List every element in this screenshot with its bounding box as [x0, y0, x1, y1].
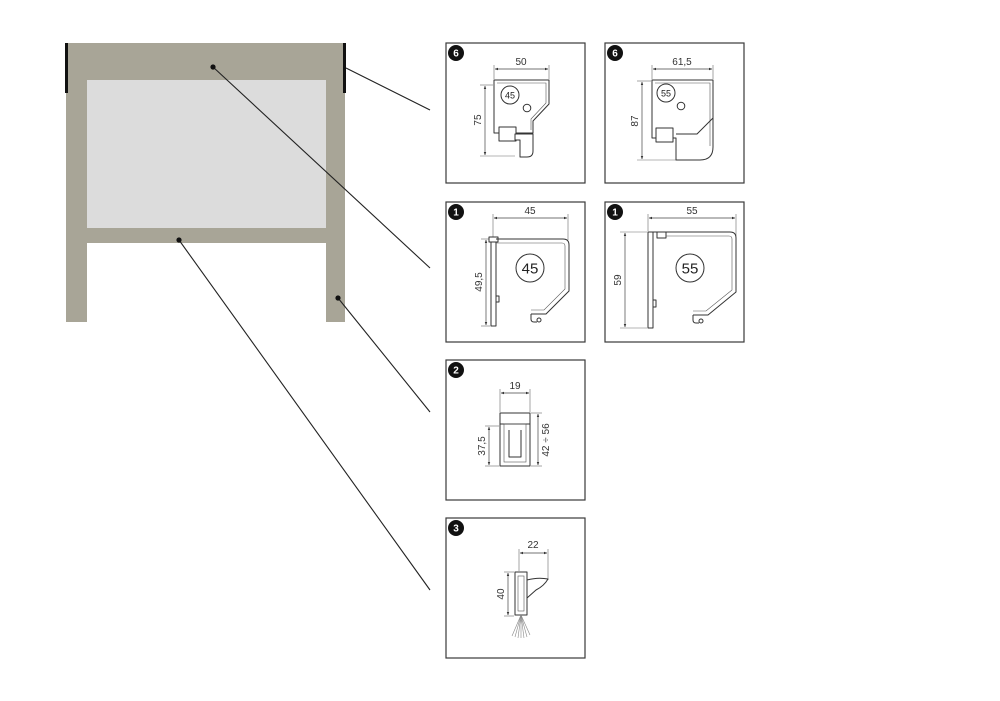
leader-line-to-detail-2	[337, 297, 431, 413]
detail-panel-1-small: 1 45 49,5 45	[445, 201, 586, 343]
bottom-hook-end	[536, 317, 542, 323]
badge-circle	[607, 204, 623, 220]
axle-circle	[522, 103, 532, 113]
tube-size: 45	[505, 91, 515, 101]
side-wall	[647, 231, 654, 329]
detail-panel-2: 2 19 37,5 42 ÷ 56	[445, 359, 586, 501]
tube-size: 55	[661, 89, 671, 99]
end-cap-block	[498, 126, 517, 142]
bottom-bar-profile	[514, 133, 534, 158]
bottom-bar-inner	[517, 575, 525, 612]
guide-rail-insert	[508, 430, 522, 458]
tube-size: 55	[682, 261, 699, 278]
leader-line-to-detail-6	[345, 67, 431, 111]
bottom-hook-end	[698, 318, 704, 324]
badge-number: 1	[612, 208, 618, 219]
depth-dimension: 37,5	[477, 436, 488, 456]
tube-size: 45	[522, 261, 539, 278]
bottom-hook	[530, 314, 537, 323]
box-inner-line	[666, 235, 733, 312]
lower-opening	[87, 243, 326, 323]
badge-circle	[448, 520, 464, 536]
height-dimension: 40	[496, 588, 507, 600]
glass-panel	[87, 80, 326, 228]
wall-notch	[495, 295, 500, 303]
badge-number: 2	[453, 366, 459, 377]
leader-dot-bottom-bar	[176, 237, 182, 243]
tube-circle	[656, 83, 676, 103]
guide-rail-channel	[503, 423, 527, 463]
detail-panel-6-small: 6 50 75 45	[445, 42, 586, 184]
width-dimension: 19	[509, 381, 521, 392]
bottom-hook	[692, 315, 699, 324]
badge-circle	[448, 204, 464, 220]
leader-dot-side-rail	[335, 295, 341, 301]
leader-lines	[176, 64, 431, 591]
height-dimension: 59	[613, 274, 624, 286]
left-edge-mark	[65, 43, 68, 93]
panel-frame	[445, 201, 586, 343]
tube-circle	[675, 253, 705, 283]
guide-rail-profile	[499, 412, 531, 467]
right-edge-mark	[343, 43, 346, 93]
cassette-inner-line	[497, 82, 547, 130]
height-dimension: 75	[473, 114, 484, 126]
box-inner-line	[496, 242, 566, 311]
width-dimension: 45	[524, 206, 536, 217]
cassette-inner-line	[655, 82, 711, 146]
height-dimension: 49,5	[474, 272, 485, 292]
width-dimension: 22	[527, 540, 539, 551]
height-dimension: 87	[630, 115, 641, 127]
side-wall	[490, 238, 497, 327]
range-dimension: 42 ÷ 56	[541, 423, 552, 457]
width-dimension: 61,5	[672, 57, 692, 68]
frame-elevation	[65, 43, 346, 323]
box-profile	[496, 238, 570, 315]
badge-number: 3	[453, 524, 459, 535]
detail-panel-3: 3 22 40	[445, 517, 586, 659]
axle-circle	[676, 101, 686, 111]
badge-circle	[448, 362, 464, 378]
tube-circle	[515, 253, 545, 283]
end-cap-block	[655, 127, 674, 143]
bottom-bar-lip	[526, 577, 549, 599]
cassette-bevel-line	[676, 117, 714, 135]
tube-circle	[500, 85, 520, 105]
top-clip	[656, 231, 667, 239]
bottom-bar-profile	[514, 571, 528, 616]
wall-notch	[652, 299, 657, 308]
badge-number: 6	[453, 49, 459, 60]
detail-panel-6-large: 6 61,5 87 55	[604, 42, 745, 184]
badge-circle	[448, 45, 464, 61]
badge-number: 6	[612, 49, 618, 60]
leader-line-to-detail-1	[212, 66, 431, 269]
width-dimension: 55	[686, 206, 698, 217]
width-dimension: 50	[515, 57, 527, 68]
badge-circle	[607, 45, 623, 61]
brush-seal	[511, 614, 531, 639]
detail-panel-1-large: 1 55 59 55	[604, 201, 745, 343]
panel-frame	[604, 201, 745, 343]
leader-dot-top-bar	[210, 64, 216, 70]
badge-number: 1	[453, 208, 459, 219]
box-profile	[653, 231, 737, 316]
leader-line-to-detail-3	[178, 239, 431, 591]
